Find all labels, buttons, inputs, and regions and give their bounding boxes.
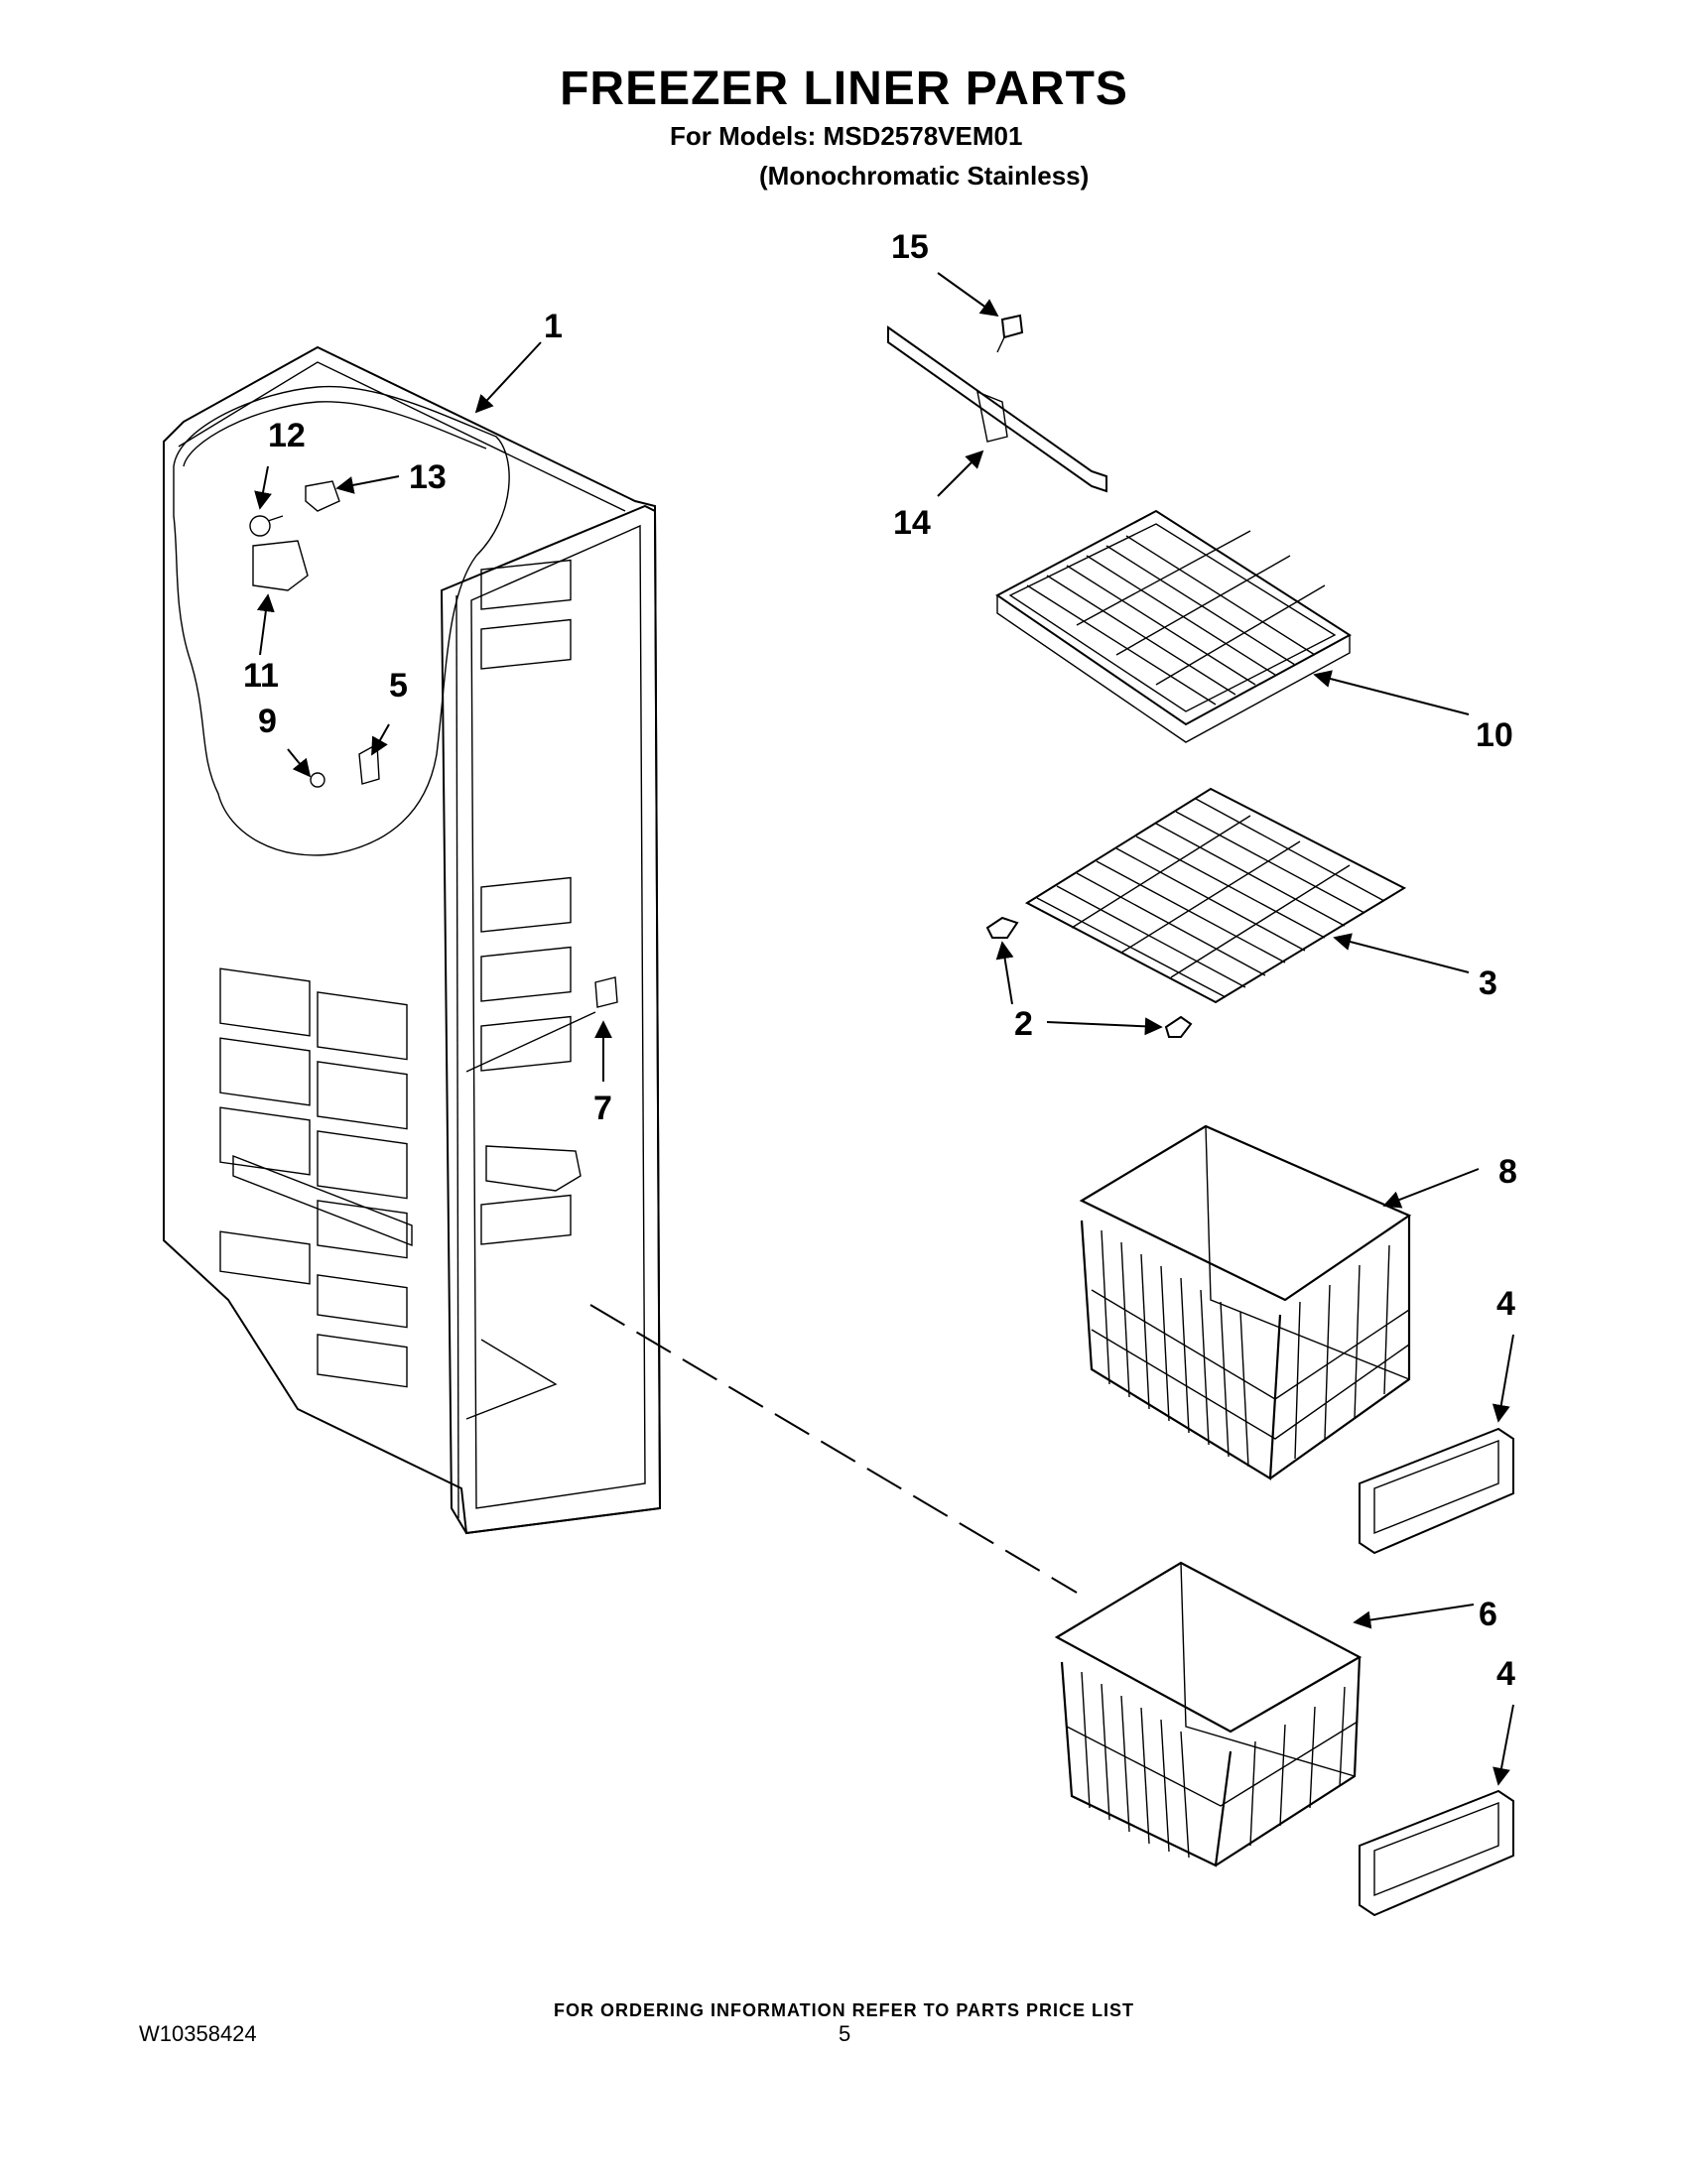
basket-6-drawing: [1054, 1561, 1363, 1867]
callout-9: 9: [258, 703, 277, 740]
callout-10: 10: [1476, 716, 1513, 754]
page-number: 5: [839, 2021, 851, 2046]
basket-8-drawing: [1079, 1124, 1412, 1480]
callout-8: 8: [1498, 1153, 1517, 1191]
page-title: FREEZER LINER PARTS: [560, 63, 1128, 115]
callout-2: 2: [1014, 1005, 1033, 1043]
callout-labels: 1 2 3 4 4 5 6 7 8 9 10 11 12 13 14 15: [243, 228, 1517, 1693]
drawer-front-lower-drawing: [1359, 1789, 1514, 1917]
callout-1: 1: [544, 308, 563, 345]
freezer-liner-drawing: [163, 345, 662, 1535]
dashed-guide-line: [589, 1304, 1078, 1594]
callout-11: 11: [243, 657, 279, 695]
callout-4-upper: 4: [1496, 1285, 1515, 1323]
callout-15: 15: [891, 228, 929, 266]
callout-14: 14: [893, 504, 931, 542]
callout-4-lower: 4: [1496, 1655, 1515, 1693]
shelf-3-drawing: [985, 787, 1407, 1038]
callout-3: 3: [1479, 964, 1497, 1002]
callout-5: 5: [389, 667, 408, 705]
callout-7: 7: [593, 1090, 612, 1127]
callout-6: 6: [1479, 1596, 1497, 1633]
model-number: For Models: MSD2578VEM01: [670, 121, 1023, 151]
callout-12: 12: [268, 417, 306, 454]
shelf-bracket-drawing: [887, 314, 1107, 493]
leader-arrows: [254, 272, 1514, 1786]
callout-13: 13: [409, 458, 447, 496]
ordering-note: FOR ORDERING INFORMATION REFER TO PARTS …: [553, 2000, 1134, 2020]
drawer-front-upper-drawing: [1359, 1427, 1514, 1555]
model-variant: (Monochromatic Stainless): [759, 161, 1090, 191]
shelf-10-drawing: [995, 509, 1352, 743]
document-number: W10358424: [139, 2021, 257, 2046]
